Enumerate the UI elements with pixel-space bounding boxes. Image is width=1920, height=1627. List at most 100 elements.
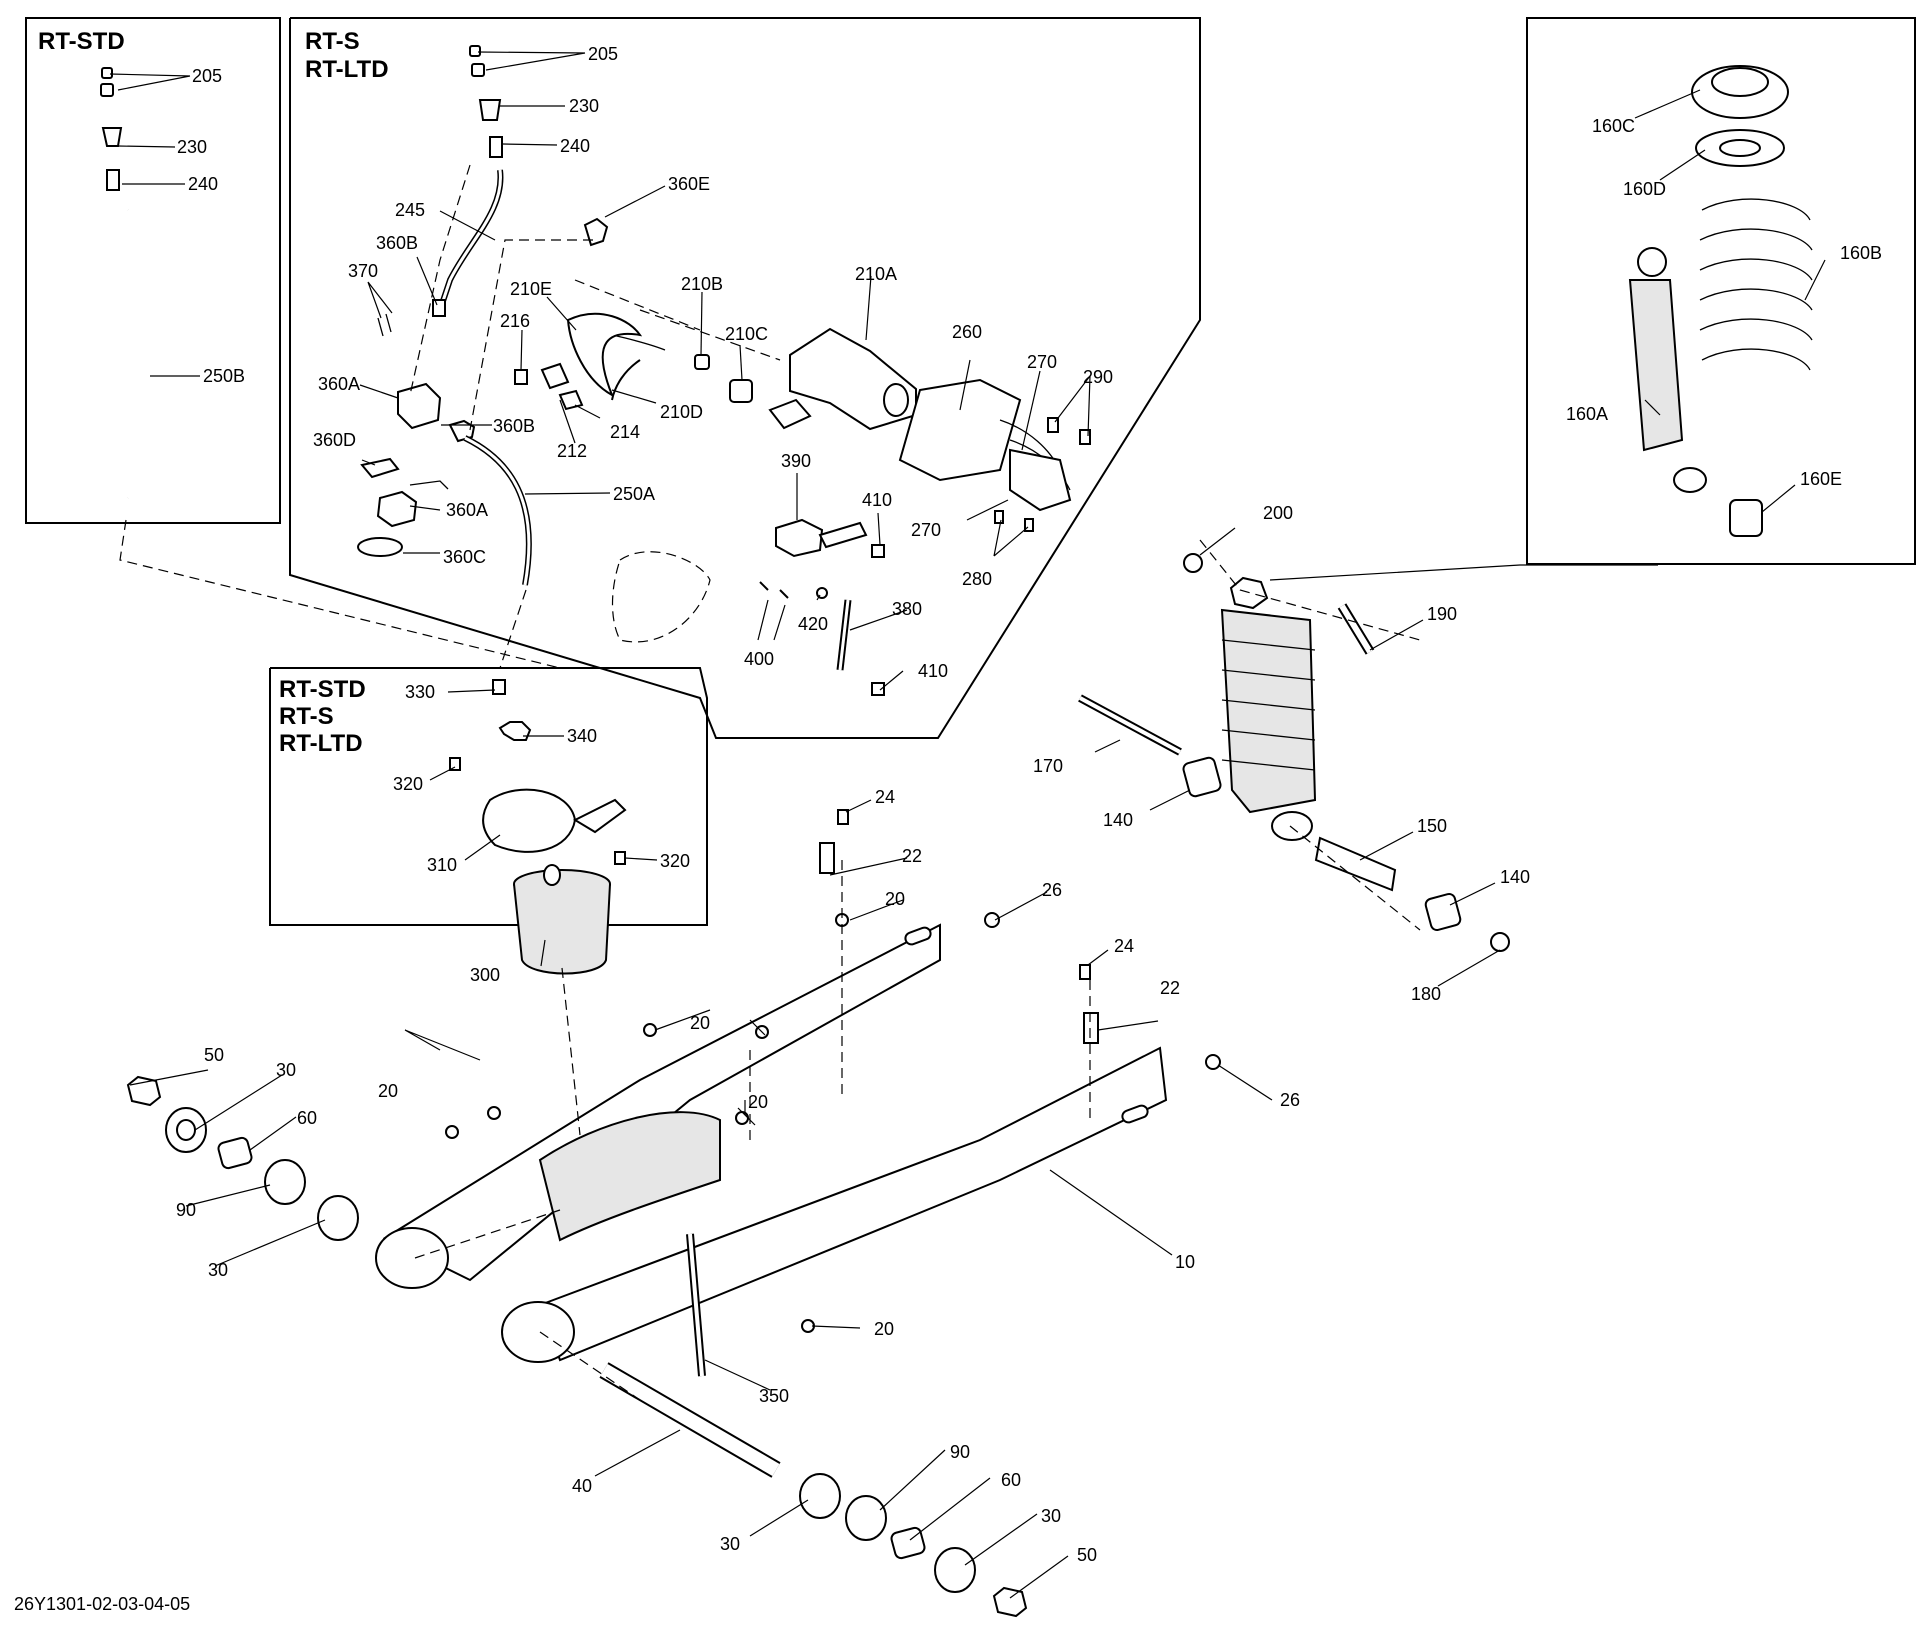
callout-250a: 250A xyxy=(613,484,655,504)
callout-200: 200 xyxy=(1263,503,1293,523)
callout-360c: 360C xyxy=(443,547,486,567)
callout-320-b: 320 xyxy=(660,851,690,871)
spring-seat-top-160c xyxy=(1711,67,1769,97)
callout-24-b: 24 xyxy=(1114,936,1134,956)
callout-160c: 160C xyxy=(1592,116,1635,136)
bearing-30-d xyxy=(934,1547,976,1593)
callout-90-b: 90 xyxy=(950,1442,970,1462)
callout-160e: 160E xyxy=(1800,469,1842,489)
strap-360c xyxy=(357,537,403,557)
screw-216 xyxy=(514,369,528,385)
callout-340: 340 xyxy=(567,726,597,746)
callout-380: 380 xyxy=(892,599,922,619)
screw-320 xyxy=(449,757,461,771)
assembly-lines xyxy=(119,164,1421,1401)
bushing-160e xyxy=(1729,499,1763,537)
callout-216: 216 xyxy=(500,311,530,331)
nut-20-e xyxy=(445,1125,459,1139)
callout-160d: 160D xyxy=(1623,179,1666,199)
slot-right xyxy=(1121,1104,1149,1124)
bolt-24-b xyxy=(1079,964,1091,980)
callout-360a: 360A xyxy=(318,374,360,394)
callout-300: 300 xyxy=(470,965,500,985)
callout-30-c: 30 xyxy=(1041,1506,1061,1526)
callout-370: 370 xyxy=(348,261,378,281)
panel-air-rt-std-title: RT-STD xyxy=(279,676,366,703)
cover-260 xyxy=(898,378,1022,482)
valve-block-360a xyxy=(397,382,442,430)
panel-rt-std-border xyxy=(25,17,281,524)
callout-360d: 360D xyxy=(313,430,356,450)
callout-205: 205 xyxy=(192,66,222,86)
screw-280a xyxy=(994,510,1004,524)
callout-170: 170 xyxy=(1033,756,1063,776)
callout-360a-b: 360A xyxy=(446,500,488,520)
callout-330: 330 xyxy=(405,682,435,702)
callout-230-b: 230 xyxy=(569,96,599,116)
callout-240: 240 xyxy=(188,174,218,194)
swing-arm-pivot-right xyxy=(501,1301,575,1363)
callout-245: 245 xyxy=(395,200,425,220)
elbow-360e xyxy=(583,217,609,247)
gear-210a xyxy=(768,398,812,430)
screw-290a xyxy=(1047,417,1059,433)
valve-cap-205-b xyxy=(100,83,114,97)
callout-30-b: 30 xyxy=(208,1260,228,1280)
clip-212 xyxy=(540,362,570,390)
bushing-140 xyxy=(1182,756,1222,798)
fitting-230 xyxy=(101,127,123,147)
nut-20-f xyxy=(487,1106,501,1120)
air-spring-300 xyxy=(513,883,611,975)
callout-290: 290 xyxy=(1083,367,1113,387)
shock-body-160a xyxy=(1628,279,1684,452)
plate-310 xyxy=(482,788,577,853)
panel-rt-s-ltd-border xyxy=(289,17,1201,739)
wire-360a xyxy=(409,480,449,490)
nut-26-b xyxy=(1205,1054,1221,1070)
callout-250b: 250B xyxy=(203,366,245,386)
panel-rt-ltd-title: RT-LTD xyxy=(305,56,389,83)
panel-air-rt-s-title: RT-S xyxy=(279,703,334,730)
nut-340 xyxy=(498,721,532,741)
callout-210d: 210D xyxy=(660,402,703,422)
callout-160b: 160B xyxy=(1840,243,1882,263)
callout-20-c: 20 xyxy=(748,1092,768,1112)
valve-cap-205-d xyxy=(471,63,485,77)
sleeve-150 xyxy=(1314,836,1397,892)
callout-20-b: 20 xyxy=(690,1013,710,1033)
callout-60-b: 60 xyxy=(1001,1470,1021,1490)
housing-270 xyxy=(1009,448,1072,512)
nut-240-b xyxy=(489,136,503,158)
connector-210b xyxy=(694,354,710,370)
screw-280b xyxy=(1024,518,1034,532)
harness-210e xyxy=(566,312,643,398)
callout-60: 60 xyxy=(297,1108,317,1128)
callout-410: 410 xyxy=(862,490,892,510)
rt-std-parts xyxy=(100,67,143,499)
fitting-230-b xyxy=(478,99,502,121)
callout-140-b: 140 xyxy=(1500,867,1530,887)
connector-360b-b xyxy=(448,419,476,443)
panel-shock-assembly-border xyxy=(1526,17,1916,565)
callout-390: 390 xyxy=(781,451,811,471)
valve-cap-205-c xyxy=(469,45,481,57)
air-shock-parts xyxy=(449,679,627,975)
rt-s-ltd-parts xyxy=(357,45,1091,696)
shock-eye-lower-160a xyxy=(1673,467,1707,493)
panel-air-rt-ltd-title: RT-LTD xyxy=(279,730,363,757)
diagram-id-code: 26Y1301-02-03-04-05 xyxy=(14,1594,190,1614)
swing-arm xyxy=(375,923,1168,1363)
bolt-24 xyxy=(837,809,849,825)
callout-205-b: 205 xyxy=(588,44,618,64)
bearing-30-c xyxy=(799,1473,841,1519)
callout-212: 212 xyxy=(557,441,587,461)
nut-20-c xyxy=(643,1023,657,1037)
bushing-210c xyxy=(729,379,753,403)
shock-assembly-parts xyxy=(1628,65,1813,537)
callout-320: 320 xyxy=(393,774,423,794)
bolt-410-b xyxy=(871,682,885,696)
callout-360b: 360B xyxy=(376,233,418,253)
nut-50-b xyxy=(992,1586,1028,1618)
callout-24: 24 xyxy=(875,787,895,807)
callout-22-b: 22 xyxy=(1160,978,1180,998)
